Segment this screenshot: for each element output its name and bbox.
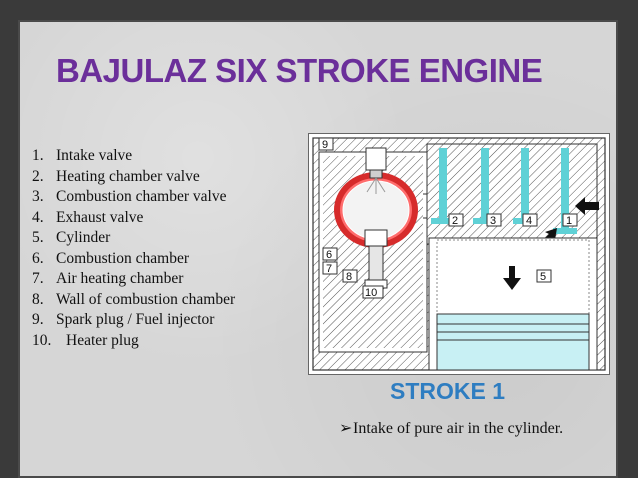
stroke-description: ➢ Intake of pure air in the cylinder. [339,418,579,439]
list-item-number: 2. [32,167,44,185]
list-item-number: 1. [32,147,44,164]
spark-plug [365,147,387,171]
label-box [362,285,384,299]
diagram-label: 10 [365,287,377,299]
spark-plug-tip [369,169,383,179]
diagram-label: 1 [566,215,572,227]
list-item: 8. Wall of combustion chamber [32,290,302,311]
label-box [448,213,464,227]
diagram-label: 4 [526,215,532,227]
diagram-label: 8 [346,271,352,283]
list-item-number: 9. [32,311,44,328]
heating-chamber-valve-head [431,218,455,224]
label-box [322,261,338,275]
list-item-label: Wall of combustion chamber [56,290,236,308]
diagram-label: 9 [322,139,328,151]
spray-line [375,177,386,193]
spray-line [366,177,377,193]
list-item-label: Spark plug / Fuel injector [56,311,215,328]
intake-arrow-icon [575,197,599,215]
intake-valve-stem [561,148,569,228]
list-item-label: Air heating chamber [56,270,184,287]
list-item-number: 5. [32,229,44,246]
list-item: 10. Heater plug [32,331,302,352]
exhaust-valve-stem [521,148,529,218]
list-item-label: Intake valve [56,147,133,164]
slide-title: BAJULAZ SIX STROKE ENGINE [56,52,543,89]
engine-diagram-svg: 9 6 7 8 10 2 3 4 1 5 [312,137,606,371]
diagram-label: 5 [540,271,546,283]
list-item-number: 6. [32,249,44,267]
list-item: 5. Cylinder [32,228,302,249]
bullet-arrow-icon: ➢ [339,420,353,437]
list-item-label: Combustion chamber [56,249,190,267]
list-item-label: Cylinder [56,229,111,246]
list-item-number: 8. [32,290,44,308]
label-box [342,269,358,283]
list-item-number: 7. [32,270,44,287]
list-item-label: Heating chamber valve [56,167,200,185]
list-item-label: Heater plug [66,331,139,349]
list-item-label: Combustion chamber valve [56,188,227,205]
label-box [536,269,552,283]
combustion-chamber-valve-head [473,218,497,224]
label-box [486,213,502,227]
label-box [322,247,338,261]
label-box [318,137,334,151]
piston [436,313,590,371]
label-box [562,213,578,227]
list-item: 4. Exhaust valve [32,208,302,229]
list-item-number: 3. [32,188,44,205]
piston-down-arrow-icon [503,266,521,290]
diagram-label: 2 [452,215,458,227]
list-item-number: 10. [32,331,52,349]
combustion-chamber-valve-stem [481,148,489,218]
list-item: 7. Air heating chamber [32,269,302,290]
list-item: 2. Heating chamber valve [32,167,302,188]
list-item-number: 4. [32,208,44,226]
heater-plug-head [364,229,388,247]
intake-valve-head [553,228,577,234]
diagram-label: 6 [326,249,332,261]
parts-list: 1. Intake valve 2. Heating chamber valve 3… [32,146,302,351]
list-item: 6. Combustion chamber [32,249,302,270]
diagram-label: 7 [326,263,332,275]
engine-diagram: 9 6 7 8 10 2 3 4 1 5 [308,133,610,375]
list-item: 9. Spark plug / Fuel injector [32,310,302,331]
diagram-label: 3 [490,215,496,227]
stroke-description-text: Intake of pure air in the cylinder. [353,420,564,437]
list-item: 3. Combustion chamber valve [32,187,302,208]
list-item: 1. Intake valve [32,146,302,167]
list-item-label: Exhaust valve [56,208,144,226]
heating-chamber-valve-stem [439,148,447,218]
heater-plug [368,245,384,281]
label-box [522,213,538,227]
stroke-title: STROKE 1 [390,378,506,404]
